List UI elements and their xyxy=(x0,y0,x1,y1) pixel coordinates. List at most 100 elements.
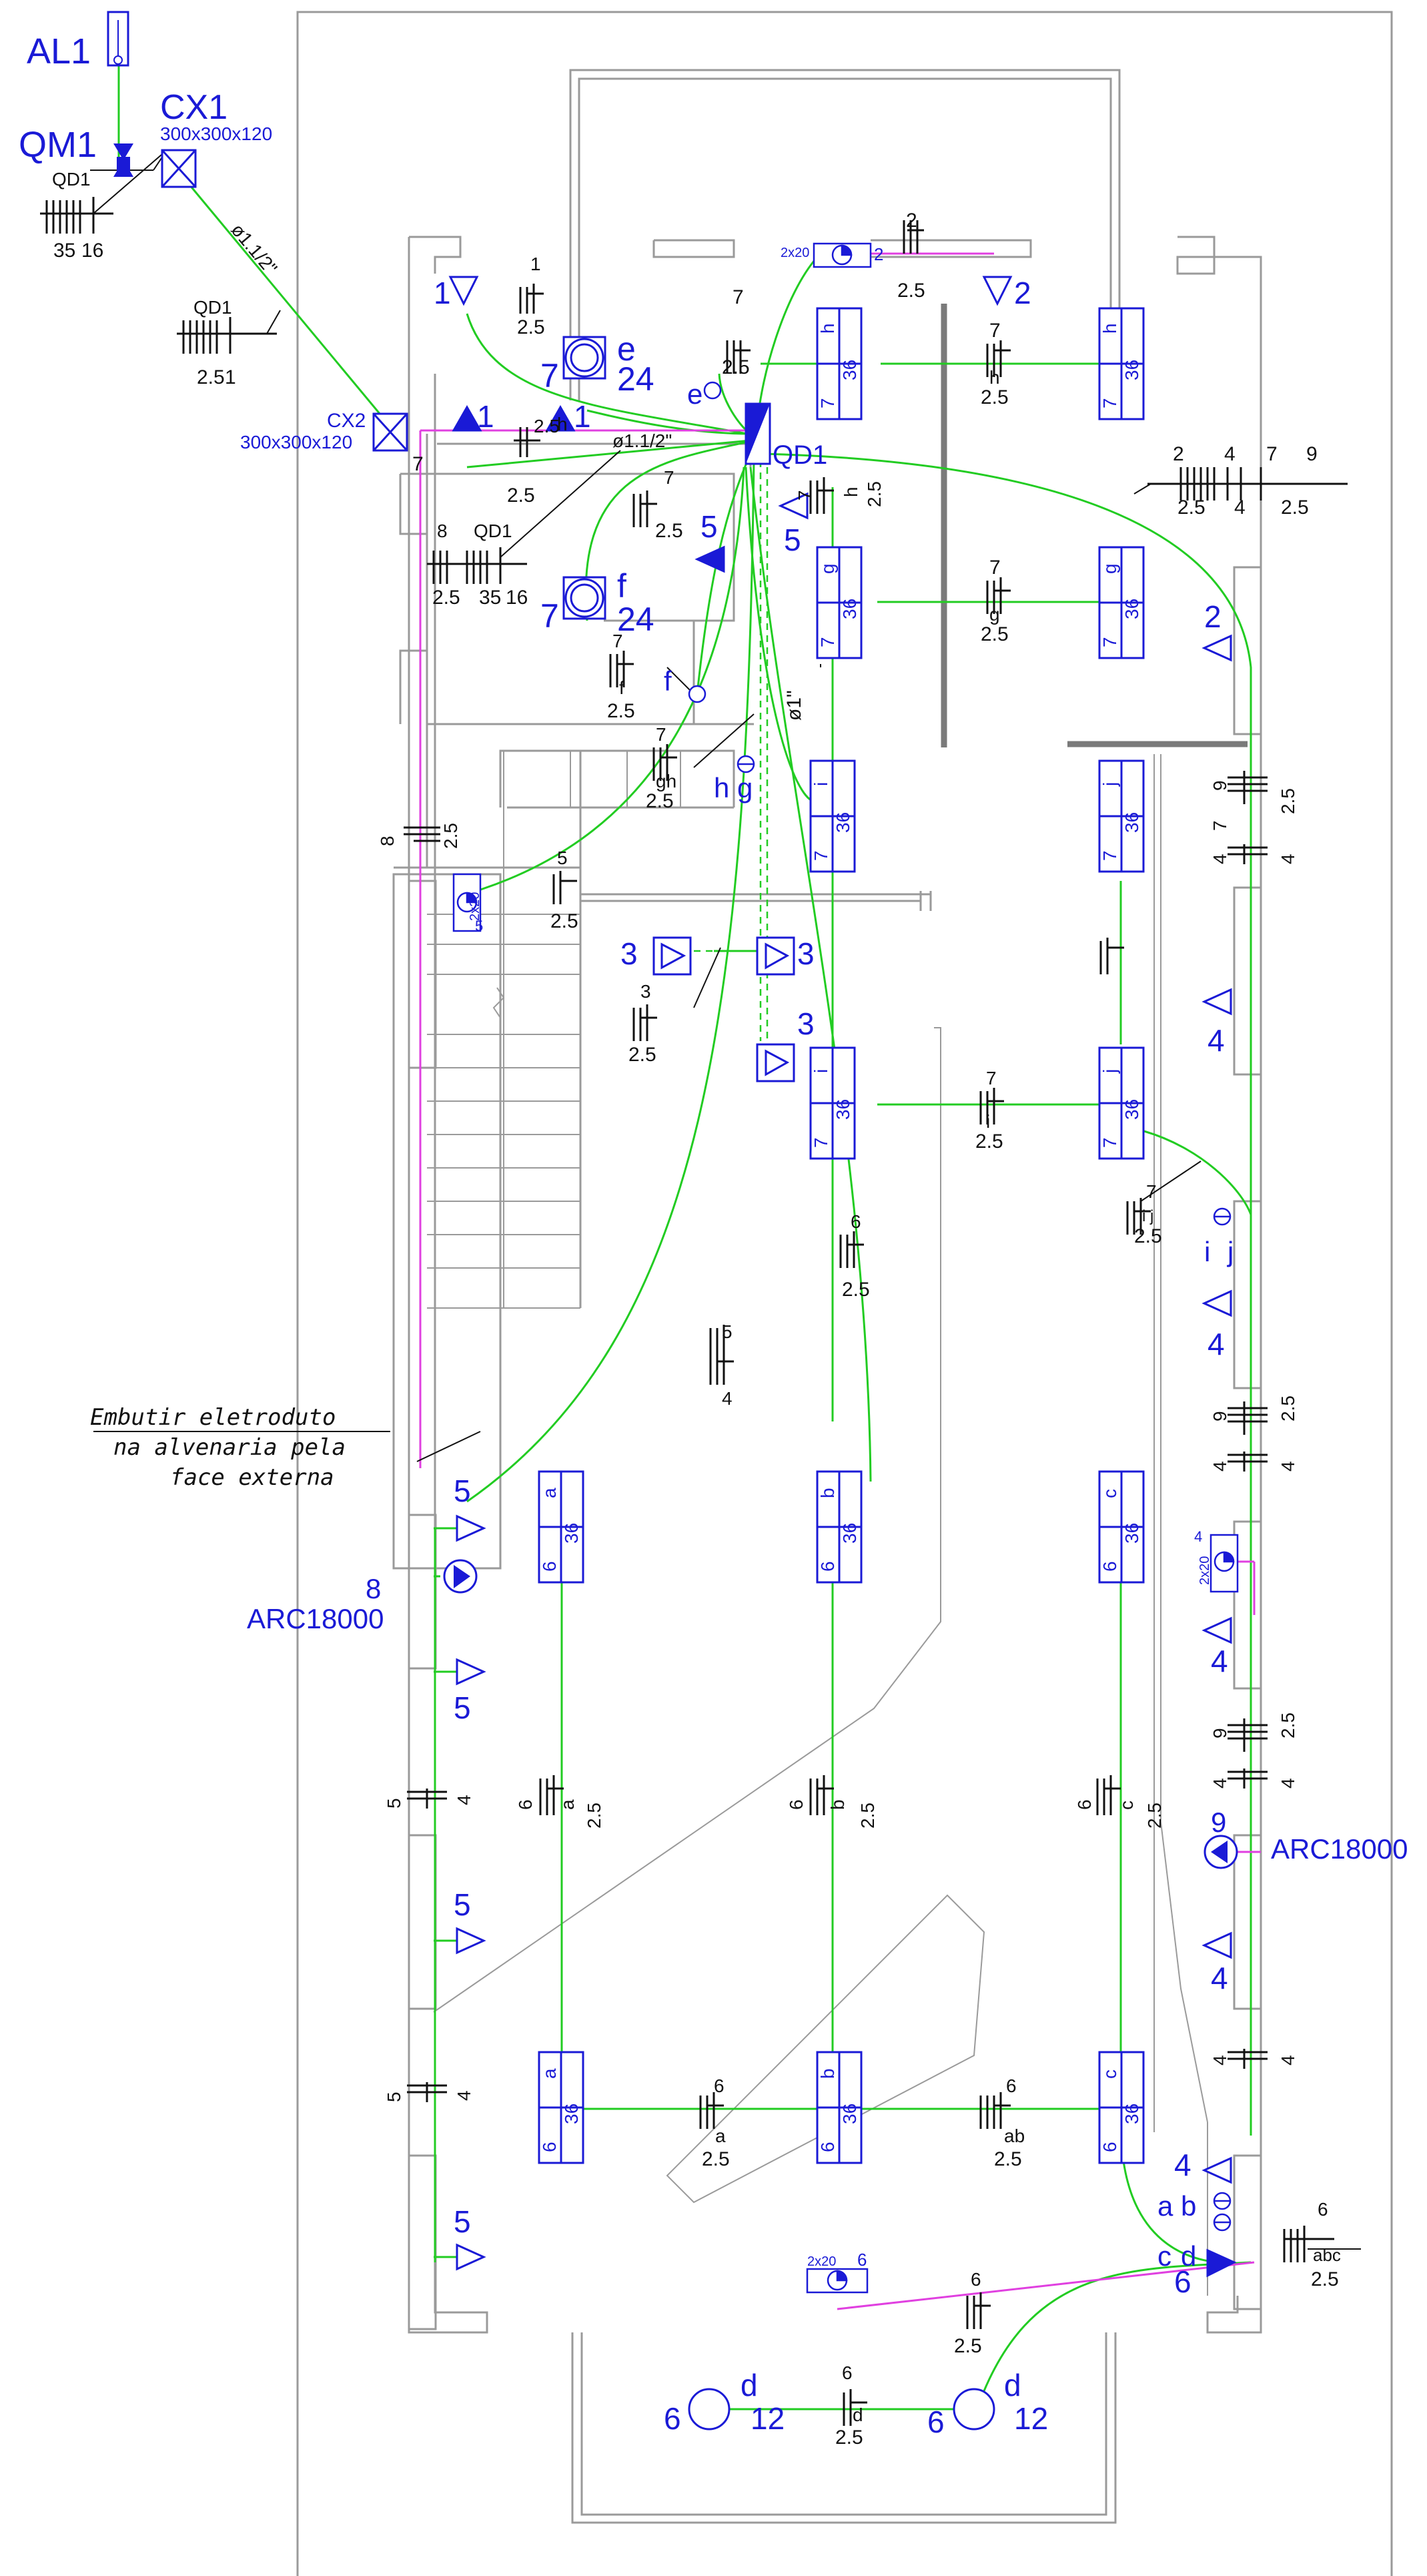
wiring-label: QD1 xyxy=(474,521,512,541)
fixture-label: 6 xyxy=(539,1561,560,1572)
wiring-label: 2.5 xyxy=(857,1803,878,1829)
outlet-label: 1 xyxy=(434,276,451,310)
wiring-label: 2.5 xyxy=(534,416,560,436)
outlet-icon xyxy=(1202,1931,1232,1959)
fixture-label: 7 xyxy=(1099,1137,1120,1148)
spot-d-right-letter: d xyxy=(1004,2368,1021,2402)
outlet-icon xyxy=(545,404,576,432)
fixtures-layer xyxy=(538,307,1145,2164)
outlet-icon xyxy=(1202,988,1232,1016)
room-outline xyxy=(433,754,1208,2296)
outlet-label: 5 xyxy=(454,1474,471,1508)
exhaust-fans xyxy=(452,242,1239,2294)
panel-qd1-icon xyxy=(745,402,771,465)
wiring-label: 2.5 xyxy=(1311,2268,1339,2290)
ac-outlets xyxy=(443,1559,1238,1869)
wiring-label: 2.5 xyxy=(1278,788,1298,814)
wiring-label: 2.5 xyxy=(835,2427,863,2449)
ac-right-num: 9 xyxy=(1211,1807,1226,1838)
wiring-label: 2.5 xyxy=(981,623,1009,645)
outlet-label: 5 xyxy=(784,523,801,557)
fixture-label: 6 xyxy=(1099,2142,1120,2152)
wiring-label: i xyxy=(986,1111,990,1132)
wiring-label: 2.5 xyxy=(1177,497,1206,519)
outlet-label: 2 xyxy=(1014,276,1031,310)
wiring-label: 7 xyxy=(989,320,1001,342)
fan-size: 2x20 xyxy=(1198,1556,1212,1585)
wiring-label: j xyxy=(1149,1207,1153,1225)
wiring-label: 7 xyxy=(1266,443,1278,465)
wiring-label: 2.5 xyxy=(864,481,885,507)
wiring-label: 2.5 xyxy=(432,587,460,609)
wiring-label: 7 xyxy=(795,490,815,501)
wiring-label: 2.5 xyxy=(507,485,535,507)
fixture-label: b xyxy=(817,2068,838,2079)
ac-right-label: ARC18000 xyxy=(1271,1833,1408,1865)
wiring-label: 2.5 xyxy=(994,2148,1022,2170)
qd1-cable-cond-1b: 16 xyxy=(81,240,103,262)
spot-f-letter: f xyxy=(617,567,626,605)
wiring-label: 6 xyxy=(971,2269,981,2290)
wiring-label: h xyxy=(841,487,861,497)
wiring-annotations: 1 2.5 7 2.5 2 2.5 7 h 2.5 2 4 7 9 2.5 4 … xyxy=(377,210,1341,2449)
spot-e-icon xyxy=(562,336,606,380)
wiring-label: 2.5 xyxy=(655,520,683,542)
switch-label: g xyxy=(737,772,753,803)
fixture-label: h xyxy=(817,323,838,334)
outlet-label: 1 xyxy=(477,399,494,434)
fan-labels: 2x20 2 2x20 5 2x20 4 2x20 6 xyxy=(468,244,1212,2270)
fixture-label: 6 xyxy=(539,2142,560,2152)
outlet-label: 6 xyxy=(1174,2264,1192,2299)
wiring-label: 9 xyxy=(1210,780,1230,791)
fixture-label: b xyxy=(817,1488,838,1498)
wiring-label: 4 xyxy=(1210,2055,1230,2065)
wiring-label: 2 xyxy=(1173,443,1184,465)
fixture-c-lower xyxy=(1098,2051,1145,2164)
outlet-label: 4 xyxy=(1211,1961,1228,1995)
note-line-2: na alvenaria pela xyxy=(113,1434,346,1461)
wiring-label: 35 xyxy=(479,587,501,609)
wiring-label: 4 xyxy=(1278,2055,1298,2065)
outlet-icon xyxy=(456,1658,486,1686)
wiring-label: 9 xyxy=(1210,1728,1230,1738)
fan-size: 2x20 xyxy=(468,892,482,921)
fixture-label: 36 xyxy=(1121,812,1142,833)
wiring-label: 7 xyxy=(1146,1181,1157,1202)
fixture-label: c xyxy=(1099,1489,1120,1498)
outlet-label: 3 xyxy=(797,936,815,971)
fan-size: 2x20 xyxy=(781,246,809,260)
meter-enclosure-al1 xyxy=(107,11,129,67)
wiring-label: 6 xyxy=(515,1799,536,1810)
installation-note: Embutir eletroduto na alvenaria pela fac… xyxy=(90,1404,346,1491)
wiring-label: 2.5 xyxy=(1281,497,1309,519)
fixture-label: 36 xyxy=(839,1523,860,1544)
wiring-label: 7 xyxy=(612,631,623,651)
wiring-label: 7 xyxy=(989,557,1001,579)
wiring-label: 8 xyxy=(377,836,398,846)
spot-f-circuit: 7 xyxy=(540,597,559,635)
spot-f-icon xyxy=(562,576,606,620)
outlet-icon xyxy=(456,1927,486,1955)
wiring-label: 2.5 xyxy=(607,700,635,722)
fixture-label: c xyxy=(1099,2069,1120,2079)
fixture-label: 36 xyxy=(1121,360,1142,380)
conduit-main-label: ø1.1/2" xyxy=(227,220,281,278)
outlet-label: 5 xyxy=(454,1887,471,1922)
wiring-label: 2.5 xyxy=(517,316,545,338)
conduit-v-label: ø1" xyxy=(783,690,805,721)
outlet-label: 3 xyxy=(797,1006,815,1041)
switch-e-icon xyxy=(703,381,722,400)
qd1-cable-cond-1a: 35 xyxy=(53,240,75,262)
outlet-icon xyxy=(456,1514,486,1542)
wiring-label: 6 xyxy=(1318,2199,1328,2220)
wiring-label: 2.5 xyxy=(702,2148,730,2170)
fan-size: 2x20 xyxy=(807,2254,836,2269)
fixture-label: 6 xyxy=(817,1561,838,1572)
qd1-cable-cond-2b: 1 xyxy=(225,366,236,388)
spot-d-left-watts: 12 xyxy=(751,2401,785,2436)
fixture-h-2 xyxy=(1098,307,1145,420)
wiring-label: 9 xyxy=(1210,1411,1230,1421)
wiring-label: 16 xyxy=(506,587,528,609)
outlet-label: 3 xyxy=(620,936,638,971)
ac-left-num: 8 xyxy=(366,1573,381,1604)
